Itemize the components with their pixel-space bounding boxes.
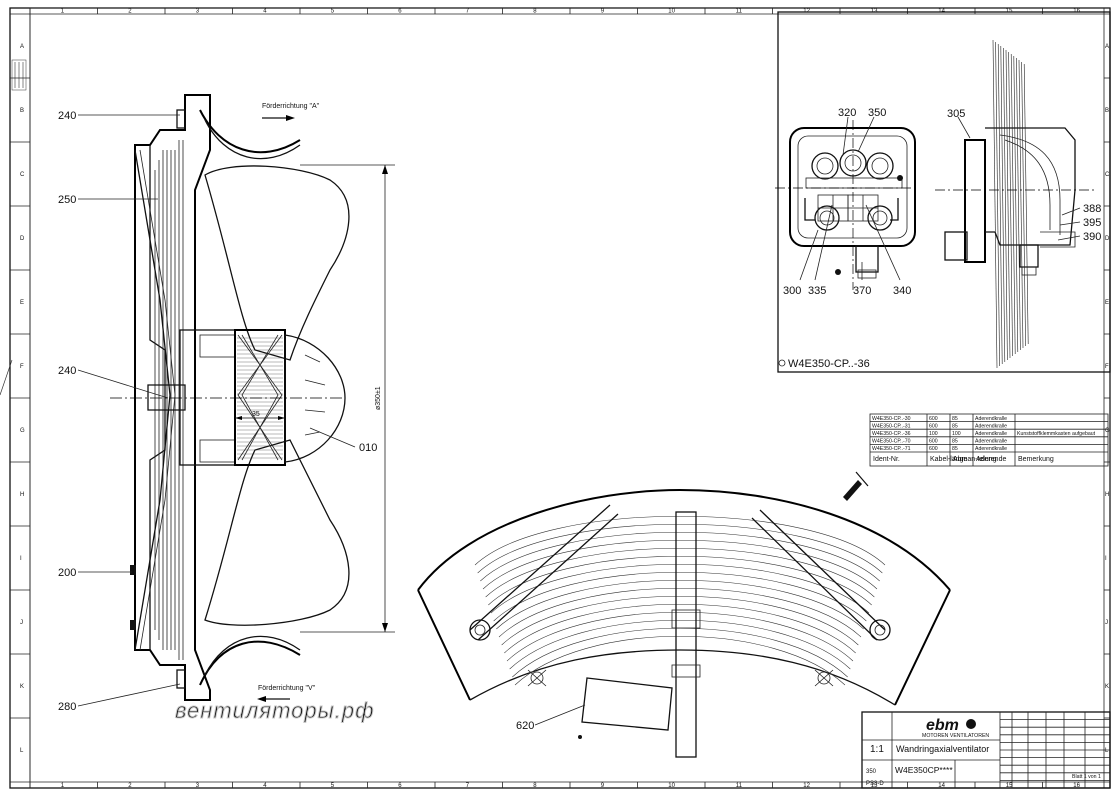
view-arrow-symbol	[843, 472, 868, 501]
variant-table-cell: 600	[929, 439, 938, 445]
callout-390: 390	[1083, 231, 1101, 243]
dimension-35: 35	[252, 411, 260, 418]
row-marker: E	[1105, 300, 1109, 306]
row-marker: A	[20, 44, 24, 50]
callout-200: 200	[58, 567, 76, 579]
column-marker: 11	[736, 783, 743, 789]
variant-table-cell: 85	[952, 423, 958, 429]
row-marker: K	[1105, 684, 1109, 690]
guard-arc-view	[418, 490, 950, 757]
variant-table-cell: W4E350-CP..-70	[872, 439, 911, 445]
watermark: вентиляторы.рф	[175, 698, 375, 723]
variant-table-cell: Aderendkralle	[975, 439, 1007, 445]
variant-table-cell: 85	[952, 416, 958, 422]
variant-table-cell: W4E350-CP..-36	[872, 431, 911, 437]
callout-395: 395	[1083, 217, 1101, 229]
row-marker: G	[20, 428, 25, 434]
row-marker: I	[1105, 556, 1107, 562]
drawing-title: Wandringaxialventilator	[896, 744, 989, 754]
callout-335: 335	[808, 285, 826, 297]
row-markers-left: A B C D E F G H I J K L	[10, 44, 30, 754]
row-marker: F	[20, 364, 24, 370]
size-code: 350	[866, 769, 877, 775]
variant-table-cell: 600	[929, 423, 938, 429]
variant-table-cell: Aderendkralle	[975, 423, 1007, 429]
variant-table-cell: 100	[952, 431, 961, 437]
variant-table-cell: 600	[929, 446, 938, 452]
callout-305: 305	[947, 108, 965, 120]
row-marker: E	[20, 300, 24, 306]
variant-table-header: Aderende	[976, 456, 1006, 463]
variant-table-cell: Aderendkralle	[975, 431, 1007, 437]
row-marker: A	[1105, 44, 1109, 50]
callout-388: 388	[1083, 203, 1101, 215]
row-marker: D	[20, 236, 25, 242]
callout-240-top: 240	[58, 110, 76, 122]
terminal-box-detail	[775, 12, 1110, 372]
row-marker: L	[1105, 748, 1109, 754]
variant-table-cell: 85	[952, 446, 958, 452]
flow-direction-bottom: Förderrichtung "V"	[258, 685, 316, 692]
variant-table-cell: 85	[952, 439, 958, 445]
column-marker: 10	[668, 9, 675, 15]
row-marker: B	[1105, 108, 1109, 114]
column-marker: 10	[668, 783, 675, 789]
brand-logo-mark	[966, 719, 976, 729]
flow-direction-top: Förderrichtung "A"	[262, 103, 320, 110]
brand-logo: ebm	[926, 717, 959, 734]
callout-620: 620	[516, 720, 534, 732]
callout-280: 280	[58, 701, 76, 713]
row-marker: C	[1105, 172, 1110, 178]
row-marker: J	[20, 620, 23, 626]
callout-300: 300	[783, 285, 801, 297]
fan-side-view	[110, 95, 395, 702]
brand-subtitle: MOTOREN VENTILATOREN	[922, 733, 989, 739]
sheet-number: Blatt 1 von 1	[1072, 774, 1101, 780]
row-marker: L	[20, 748, 24, 754]
callout-350: 350	[868, 107, 886, 119]
row-marker: I	[20, 556, 22, 562]
row-marker: D	[1105, 236, 1110, 242]
variant-table-cell: 100	[929, 431, 938, 437]
callout-250: 250	[58, 194, 76, 206]
variant-table-header: Bemerkung	[1018, 456, 1054, 463]
column-marker: 11	[736, 9, 743, 15]
column-marker: 12	[803, 783, 810, 789]
row-marker: F	[1105, 364, 1109, 370]
detail-caption: W4E350-CP..-36	[788, 358, 870, 370]
row-marker: B	[20, 108, 24, 114]
format-code: PS3-D	[866, 781, 884, 787]
callout-010: 010	[359, 442, 377, 454]
row-marker: H	[20, 492, 24, 498]
row-marker: H	[1105, 492, 1109, 498]
variant-table-cell: Aderendkralle	[975, 446, 1007, 452]
row-marker: C	[20, 172, 25, 178]
drawing-number: W4E350CP****	[895, 765, 953, 775]
variant-table-cell: Aderendkralle	[975, 416, 1007, 422]
callout-340: 340	[893, 285, 911, 297]
row-marker: K	[20, 684, 24, 690]
variant-table-cell: W4E350-CP..-71	[872, 446, 911, 452]
variant-table-cell: W4E350-CP..-31	[872, 423, 911, 429]
variant-table-cell: Kunststoffklemmkasten aufgebaut	[1017, 431, 1096, 437]
row-marker: J	[1105, 620, 1108, 626]
dimension-350: ø350±1	[375, 386, 382, 410]
motor-rotor	[235, 330, 285, 465]
callout-370: 370	[853, 285, 871, 297]
variant-table-cell: 600	[929, 416, 938, 422]
variant-table-header: Ident-Nr.	[873, 456, 900, 463]
scale: 1:1	[870, 744, 884, 755]
callout-320: 320	[838, 107, 856, 119]
callout-240-mid: 240	[58, 365, 76, 377]
variant-table-cell: W4E350-CP..-30	[872, 416, 911, 422]
